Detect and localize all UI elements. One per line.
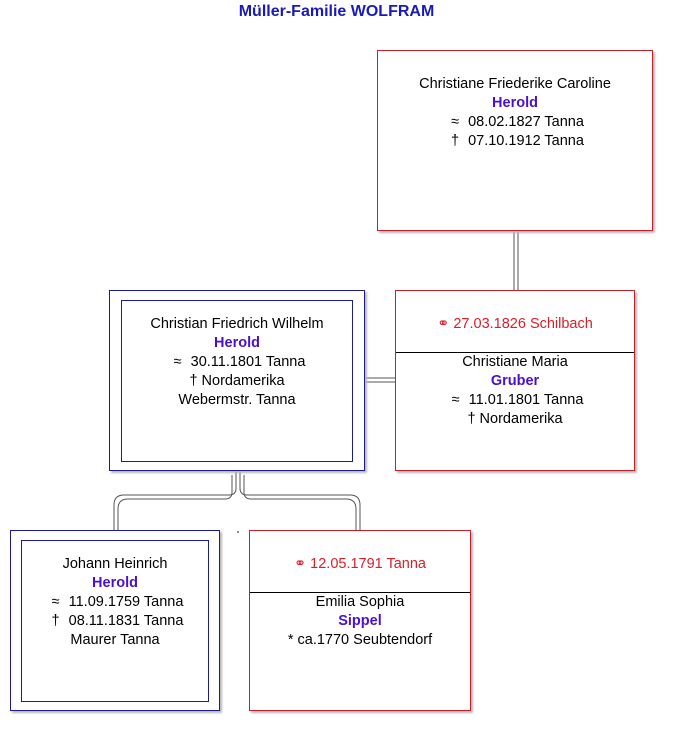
person-surname: Herold [92, 575, 138, 591]
person-occupation: Webermstr. Tanna [178, 392, 296, 408]
separator-line [396, 352, 634, 353]
person-surname: Herold [214, 335, 260, 351]
baptism-icon: ≈ [173, 354, 182, 370]
death-icon: † [467, 411, 476, 427]
death-icon: † [451, 133, 460, 149]
person-card-grandfather[interactable]: Johann Heinrich Herold ≈ 11.09.1759 Tann… [10, 530, 220, 711]
person-card-top[interactable]: Christiane Friederike Caroline Herold ≈ … [377, 50, 653, 231]
person-baptism: ≈ 11.01.1801 Tanna [396, 391, 634, 410]
person-birth: * ca.1770 Seubtendorf [287, 632, 433, 648]
person-baptism: ≈ 11.09.1759 Tanna [11, 593, 219, 612]
death-icon: † [51, 613, 60, 629]
birth-icon: * [287, 632, 294, 648]
baptism-icon: ≈ [451, 114, 460, 130]
person-death: † Nordamerika [467, 411, 563, 427]
marriage-rings-icon: ⚭ [437, 316, 450, 332]
person-surname: Herold [492, 95, 538, 111]
person-death: † 08.11.1831 Tanna [11, 612, 219, 631]
page-title: Müller-Familie WOLFRAM [238, 3, 435, 20]
baptism-icon: ≈ [451, 392, 460, 408]
person-baptism: ≈ 30.11.1801 Tanna [110, 353, 364, 372]
person-card-father[interactable]: Christian Friedrich Wilhelm Herold ≈ 30.… [109, 290, 365, 471]
marriage-rings-icon: ⚭ [293, 556, 307, 572]
person-card-grandmother[interactable]: ⚭ 12.05.1791 Tanna Emilia Sophia Sippel … [249, 530, 471, 711]
person-given-names: Johann Heinrich [62, 556, 168, 572]
death-icon: † [189, 373, 198, 389]
person-surname: Gruber [490, 373, 540, 389]
marriage-info: ⚭ 27.03.1826 Schilbach [437, 316, 593, 332]
person-card-mother[interactable]: ⚭ 27.03.1826 Schilbach Christiane Maria … [395, 290, 635, 471]
person-surname: Sippel [338, 613, 382, 629]
person-given-names: Christiane Friederike Caroline [419, 76, 611, 92]
person-baptism: ≈ 08.02.1827 Tanna [378, 113, 652, 132]
inner-frame [21, 540, 209, 702]
person-given-names: Christian Friedrich Wilhelm [150, 316, 324, 332]
inner-frame [121, 300, 353, 462]
person-death: † Nordamerika [189, 373, 285, 389]
baptism-icon: ≈ [51, 594, 60, 610]
person-occupation: Maurer Tanna [70, 632, 160, 648]
person-given-names: Christiane Maria [462, 354, 568, 370]
person-death: † 07.10.1912 Tanna [378, 132, 652, 151]
marriage-info: ⚭ 12.05.1791 Tanna [293, 556, 427, 572]
person-given-names: Emilia Sophia [315, 594, 405, 610]
separator-line [250, 592, 470, 593]
